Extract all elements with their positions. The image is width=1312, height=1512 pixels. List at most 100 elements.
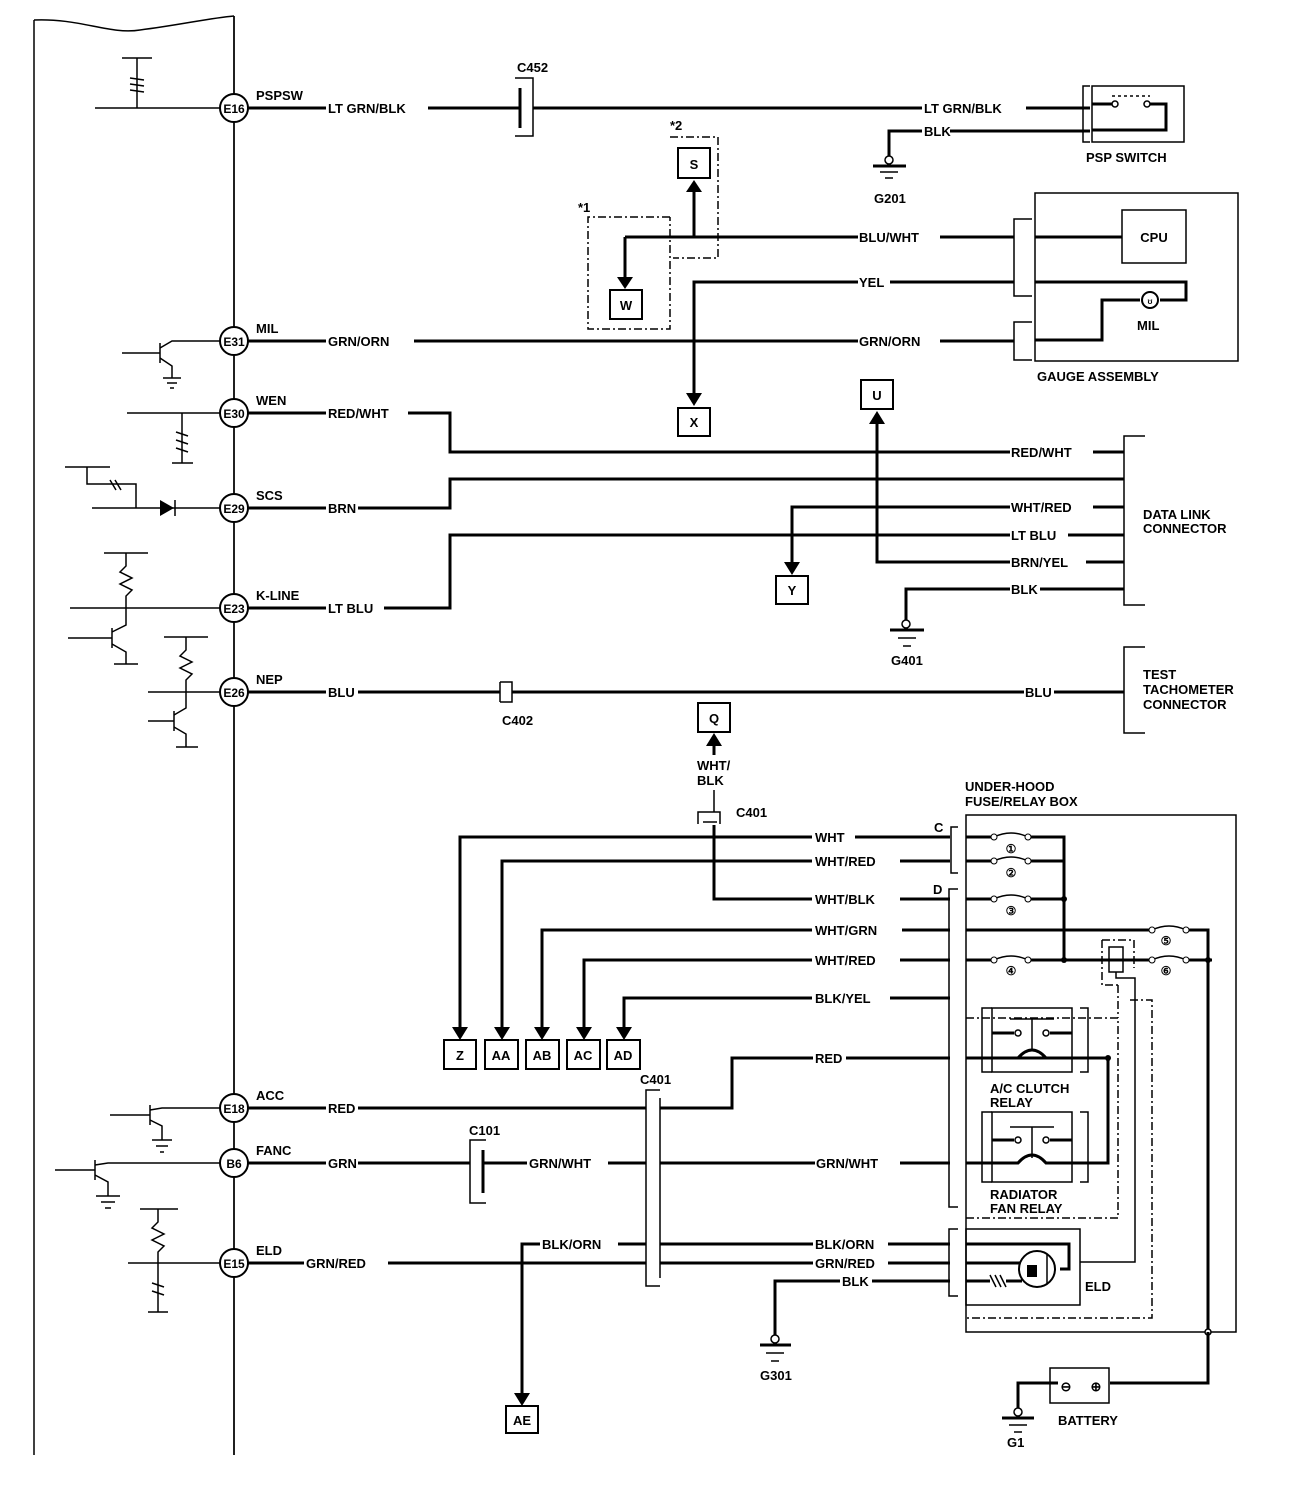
wire-label: LT GRN/BLK [328, 101, 406, 116]
connector-c401-mid-label: C401 [640, 1072, 671, 1087]
pin-e15[interactable]: E15 [219, 1248, 249, 1278]
ref-w[interactable]: W [620, 298, 633, 313]
ref-aa[interactable]: AA [492, 1048, 511, 1063]
pin-e31[interactable]: E31 [219, 326, 249, 356]
connector-c-label: C [934, 820, 944, 835]
wire-label: GRN/WHT [529, 1156, 591, 1171]
wire-label: RED/WHT [1011, 445, 1072, 460]
ref-s[interactable]: S [690, 157, 699, 172]
wire-label: RED [815, 1051, 842, 1066]
ref-y[interactable]: Y [788, 583, 797, 598]
wire-label: RED/WHT [328, 406, 389, 421]
wire-label: BLU/WHT [859, 230, 919, 245]
wire-label: LT BLU [328, 601, 373, 616]
wire-label: BLK [697, 773, 724, 788]
signal-scs: SCS [256, 488, 283, 503]
wire-label: WHT [815, 830, 845, 845]
ground-g201-label: G201 [874, 191, 906, 206]
connector-c452-label: C452 [517, 60, 548, 75]
svg-text:ʊ: ʊ [1148, 297, 1153, 306]
test-tach-label-line1: TEST [1143, 667, 1176, 682]
ac-relay-label-line2: RELAY [990, 1095, 1033, 1110]
fuse-box-label-line1: UNDER-HOOD [965, 779, 1055, 794]
wire-label: WHT/ [697, 758, 731, 773]
circuit-acc-fanc-eld: RED RED C401 GRN C101 GRN/WHT GRN/WHT GR… [248, 1051, 950, 1434]
wire-label: GRN [328, 1156, 357, 1171]
connector-d-label: D [933, 882, 942, 897]
pin-e26[interactable]: E26 [219, 677, 249, 707]
ref-u[interactable]: U [872, 388, 881, 403]
pin-e16[interactable]: E16 [219, 93, 249, 123]
fuse-1-icon [990, 832, 1032, 841]
wire-label: LT BLU [1011, 528, 1056, 543]
wire-label: BLU [1025, 685, 1052, 700]
ecm-internal-circuits [55, 57, 220, 1313]
pin-label: B6 [226, 1157, 242, 1171]
wire-label: GRN/RED [815, 1256, 875, 1271]
ref-x[interactable]: X [690, 415, 699, 430]
wire-label: WHT/BLK [815, 892, 876, 907]
pin-e30[interactable]: E30 [219, 398, 249, 428]
dlc-label-line1: DATA LINK [1143, 507, 1211, 522]
ac-relay-label-line1: A/C CLUTCH [990, 1081, 1069, 1096]
pin-e18[interactable]: E18 [219, 1093, 249, 1123]
circuit-fuse-box-wires: Q WHT/ BLK C401 WHT WHT/RED WHT/BLK WHT/… [443, 702, 958, 1208]
note-1: *1 [578, 200, 590, 215]
ref-ab[interactable]: AB [533, 1048, 552, 1063]
psp-switch-label: PSP SWITCH [1086, 150, 1167, 165]
fuse-5-label: ⑤ [1161, 934, 1172, 948]
signal-acc: ACC [256, 1088, 285, 1103]
fuse-1-label: ① [1006, 842, 1017, 856]
circuit-nep: BLU C402 BLU TEST TACHOMETER CONNECTOR [248, 646, 1234, 734]
test-tach-label-line2: TACHOMETER [1143, 682, 1234, 697]
fuse-4-icon [990, 955, 1032, 964]
signal-fanc: FANC [256, 1143, 292, 1158]
wire-label: GRN/ORN [328, 334, 389, 349]
circuit-gauge: *1 *2 S W BLU/WHT YEL X GRN/ORN GRN/ORN [248, 118, 1239, 437]
fan-relay-label-line2: FAN RELAY [990, 1201, 1063, 1216]
wire-label: BLU [328, 685, 355, 700]
fuse-box-label-line2: FUSE/RELAY BOX [965, 794, 1078, 809]
pin-e23[interactable]: E23 [219, 593, 249, 623]
signal-wen: WEN [256, 393, 286, 408]
fuse-3-label: ③ [1006, 904, 1017, 918]
wire-label: LT GRN/BLK [924, 101, 1002, 116]
signal-pspsw: PSPSW [256, 88, 304, 103]
wire-label: BLK/ORN [815, 1237, 874, 1252]
wire-label: BLK [924, 124, 951, 139]
gauge-assembly-label: GAUGE ASSEMBLY [1037, 369, 1159, 384]
pin-label: E29 [223, 502, 245, 516]
fuse-6-label: ⑥ [1161, 964, 1172, 978]
wire-label: GRN/RED [306, 1256, 366, 1271]
signal-nep: NEP [256, 672, 283, 687]
ground-g301-label: G301 [760, 1368, 792, 1383]
wire-label: BLK [1011, 582, 1038, 597]
connector-c402-label: C402 [502, 713, 533, 728]
fuse-relay-box: UNDER-HOOD FUSE/RELAY BOX ① ② ③ ④ ⑤ ⑥ [948, 779, 1237, 1385]
fuse-3-icon [990, 894, 1032, 903]
fuse-4-label: ④ [1006, 964, 1017, 978]
pin-label: E30 [223, 407, 245, 421]
fuse-2-label: ② [1006, 866, 1017, 880]
wire-label: WHT/RED [1011, 500, 1072, 515]
fuse-6-icon [1148, 955, 1190, 964]
pin-e29[interactable]: E29 [219, 493, 249, 523]
signal-eld: ELD [256, 1243, 282, 1258]
wire-label: GRN/ORN [859, 334, 920, 349]
ref-ad[interactable]: AD [614, 1048, 633, 1063]
ref-ae[interactable]: AE [513, 1413, 531, 1428]
battery-label: BATTERY [1058, 1413, 1118, 1428]
ref-z[interactable]: Z [456, 1048, 464, 1063]
circuit-pspsw: LT GRN/BLK C452 LT GRN/BLK PSP SWITCH BL… [248, 60, 1185, 206]
wire-label: BLK/ORN [542, 1237, 601, 1252]
pin-b6[interactable]: B6 [219, 1148, 249, 1178]
connector-c101-label: C101 [469, 1123, 500, 1138]
wire-label: YEL [859, 275, 884, 290]
wire-label: WHT/RED [815, 854, 876, 869]
ref-q[interactable]: Q [709, 711, 719, 726]
wire-label: GRN/WHT [816, 1156, 878, 1171]
ecm-block [33, 15, 235, 1455]
ref-ac[interactable]: AC [574, 1048, 593, 1063]
battery-negative-icon: ⊖ [1061, 1379, 1072, 1394]
